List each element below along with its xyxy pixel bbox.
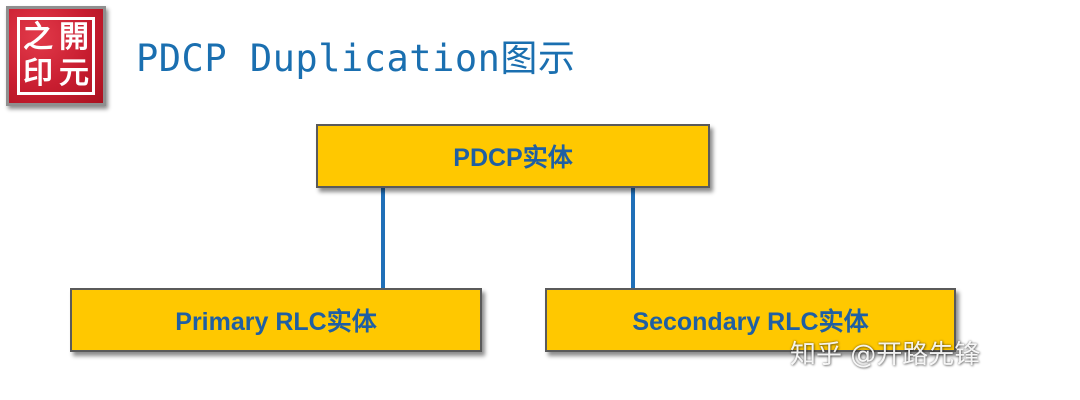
primary-rlc-entity-box: Primary RLC实体 (70, 288, 482, 352)
pdcp-entity-box: PDCP实体 (316, 124, 710, 188)
seal-char: 元 (59, 56, 89, 91)
primary-rlc-entity-label: Primary RLC实体 (175, 308, 377, 336)
secondary-rlc-entity-label: Secondary RLC实体 (632, 308, 869, 336)
secondary-rlc-entity-box: Secondary RLC实体 (545, 288, 956, 352)
slide-title: PDCP Duplication图示 (136, 37, 576, 80)
connector-line-left (381, 188, 385, 288)
pdcp-entity-label: PDCP实体 (453, 144, 573, 172)
connector-line-right (631, 188, 635, 292)
seal-border: 之 開 印 元 (17, 17, 95, 95)
seal-char: 印 (23, 56, 53, 91)
watermark-text: 知乎 @开路先锋 (790, 340, 981, 370)
seal-logo: 之 開 印 元 (6, 6, 106, 106)
seal-char: 開 (59, 20, 89, 55)
seal-char: 之 (23, 20, 53, 55)
